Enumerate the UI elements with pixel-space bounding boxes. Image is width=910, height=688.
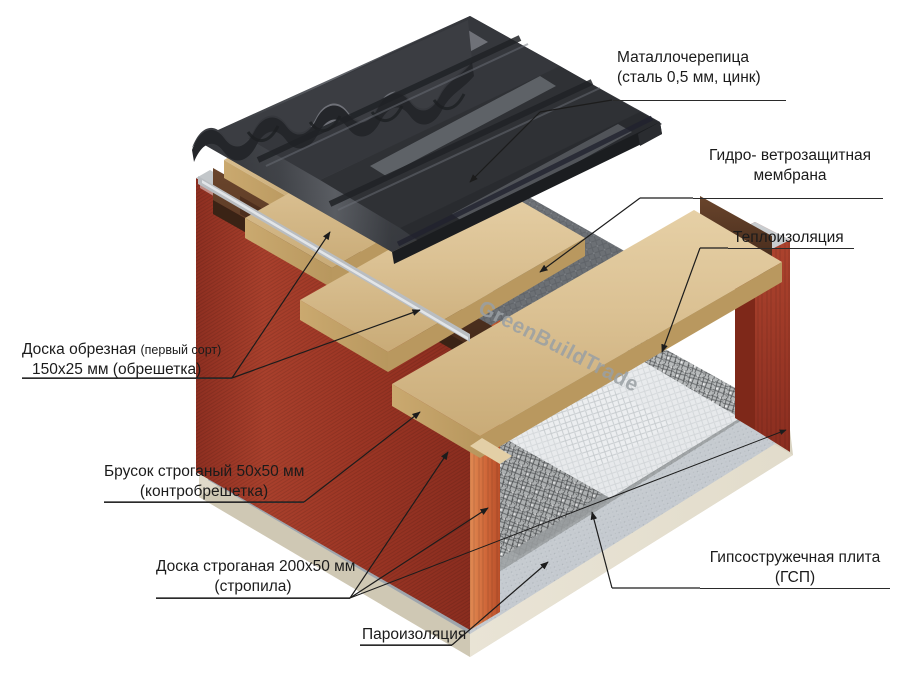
label-planed-bar-counter-batten: Брусок строганый 50х50 мм (контробрешетк… [104,462,304,502]
label-edged-board-batten-grade: (первый сорт) [140,343,222,357]
label-gypsum-fibre-board-line1: Гипсостружечная плита [709,549,881,566]
label-planed-board-rafter-underline [156,598,350,599]
label-vapour-barrier-underline [360,645,452,646]
label-edged-board-batten-main: Доска обрезная [22,341,137,358]
label-planed-bar-counter-batten-line1: Брусок строганый 50х50 мм [104,463,305,480]
label-edged-board-batten: Доска обрезная (первый сорт) 150х25 мм (… [22,340,221,380]
label-planed-bar-counter-batten-line2: (контробрешетка) [139,482,269,500]
label-thermal-insulation: Теплоизоляция [733,228,844,248]
label-gypsum-fibre-board: Гипсостружечная плита (ГСП) [700,548,890,588]
label-edged-board-batten-underline [22,378,232,379]
label-thermal-insulation-line1: Теплоизоляция [733,229,844,246]
label-hydro-wind-membrane-underline [693,198,883,199]
detail-metal-edges [198,176,470,342]
label-planed-board-rafter-line1: Доска строганая 200х50 мм [156,558,356,575]
label-edged-board-batten-line1: Доска обрезная (первый сорт) [22,340,221,360]
label-gypsum-fibre-board-underline [700,588,890,589]
label-planed-board-rafter: Доска строганая 200х50 мм (стропила) [156,557,356,597]
label-gypsum-fibre-board-line2: (ГСП) [774,568,816,586]
label-vapour-barrier-line1: Пароизоляция [362,626,467,643]
label-metal-tile-line1: Маталлочерепица [617,49,749,66]
label-vapour-barrier: Пароизоляция [362,625,466,645]
label-planed-board-rafter-line2: (стропила) [214,577,292,595]
label-hydro-wind-membrane-line2: мембрана [753,166,827,184]
label-hydro-wind-membrane: Гидро- ветрозащитная мембрана [697,146,883,186]
label-thermal-insulation-underline [728,248,854,249]
label-planed-bar-counter-batten-underline [104,502,304,503]
label-metal-tile-underline [613,100,786,101]
label-metal-tile-line2: (сталь 0,5 мм, цинк) [617,68,761,86]
label-metal-tile: Маталлочерепица (сталь 0,5 мм, цинк) [617,48,761,88]
label-hydro-wind-membrane-line1: Гидро- ветрозащитная [708,147,872,164]
label-edged-board-batten-line2: 150х25 мм (обрешетка) [32,360,202,378]
